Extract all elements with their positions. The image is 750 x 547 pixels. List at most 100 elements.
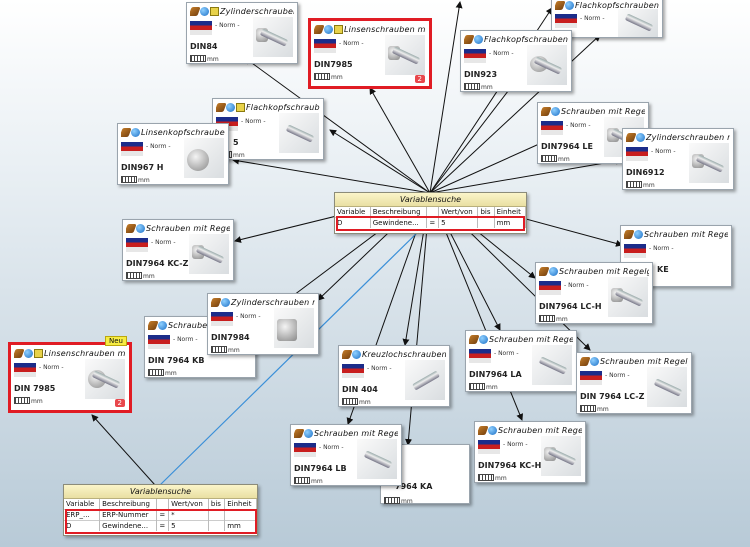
node-title: Schrauben mit Regelg...: [561, 107, 645, 116]
product-node-regelgewinde-kc-z[interactable]: Schrauben mit Regelg... - Norm - DIN7964…: [122, 219, 234, 281]
flags-icon: [464, 49, 486, 63]
col-wert: Wert/von: [438, 207, 479, 218]
product-node-flachkopfschraube[interactable]: Flachkopfschraube... - Norm - 5 mm: [212, 98, 324, 160]
unit-label: mm: [539, 315, 568, 323]
norm-label: - Norm -: [146, 143, 171, 150]
unit-label: mm: [342, 398, 371, 406]
norm-code: DIN 7964 LC-Z: [580, 392, 645, 401]
screw-thumbnail: [189, 234, 229, 274]
product-node-regelgewinde-la[interactable]: Schrauben mit Regelg... - Norm - DIN7964…: [465, 330, 577, 392]
norm-code: DIN 7985: [14, 384, 56, 393]
norm-label: - Norm -: [564, 282, 589, 289]
globe-icon: [158, 321, 167, 330]
unit-label: mm: [121, 176, 150, 184]
product-node-linsenschrauben-highlighted[interactable]: Linsenschrauben mi... - Norm - DIN7985 m…: [308, 18, 432, 89]
norm-code: DIN7964 LA: [469, 370, 522, 379]
unit-label: mm: [469, 383, 498, 391]
globe-icon: [226, 103, 235, 112]
flags-icon: [14, 363, 36, 377]
product-node-flachkopfschrauben-top[interactable]: Flachkopfschrauben ... - Norm -: [551, 0, 663, 38]
col-einheit: Einheit: [224, 499, 257, 510]
screw-thumbnail: [618, 9, 658, 37]
flags-icon: [211, 312, 233, 326]
product-node-regelgewinde-lb[interactable]: Schrauben mit Regelg... - Norm - DIN7964…: [290, 424, 402, 486]
row-highlight: [65, 509, 257, 534]
ruler-icon: [294, 477, 310, 484]
variable-search-erp[interactable]: Variablensuche Variable Beschreibung Wer…: [63, 484, 258, 536]
screw-thumbnail: [527, 45, 567, 85]
document-icon: [334, 25, 343, 34]
globe-icon: [221, 298, 230, 307]
product-node-linsenschrauben-new[interactable]: Neu Linsenschrauben mit... - Norm - DIN …: [8, 336, 132, 413]
ruler-icon: [314, 73, 330, 80]
norm-code: DIN84: [190, 42, 218, 51]
globe-icon: [131, 128, 140, 137]
screw-thumbnail: [405, 360, 445, 400]
flags-icon: [478, 440, 500, 454]
unit-label: mm: [541, 155, 570, 163]
flags-icon: [555, 14, 577, 28]
globe-icon: [200, 7, 209, 16]
variable-search-main[interactable]: Variablensuche Variable Beschreibung Wer…: [334, 192, 527, 234]
flags-icon: [626, 147, 648, 161]
product-node-zylinderschrauben[interactable]: Zylinderschrauben ... - Norm - DIN84 mm: [186, 2, 298, 64]
norm-code: DIN967 H: [121, 163, 164, 172]
norm-label: - Norm -: [319, 444, 344, 451]
globe-icon: [324, 25, 333, 34]
unit-label: mm: [190, 55, 219, 63]
norm-label: - Norm -: [566, 122, 591, 129]
norm-label: - Norm -: [651, 148, 676, 155]
product-node-regelgewinde-lc-z[interactable]: Schrauben mit Regelg... - Norm - DIN 796…: [576, 352, 692, 414]
node-title: Kreuzlochschrauben: [362, 350, 446, 359]
node-title: Flachkopfschraube...: [246, 103, 320, 112]
node-title: Zylinderschrauben mit...: [646, 133, 730, 142]
flags-icon: [126, 238, 148, 252]
globe-icon: [304, 429, 313, 438]
screw-thumbnail: [279, 113, 319, 153]
screw-thumbnail: [253, 17, 293, 57]
product-node-zylinderschrauben-6912[interactable]: Zylinderschrauben mit... - Norm - DIN691…: [622, 128, 734, 190]
product-node-regelgewinde-kc-h[interactable]: Schrauben mit Regelg... - Norm - DIN7964…: [474, 421, 586, 483]
globe-icon: [551, 107, 560, 116]
ruler-icon: [384, 497, 400, 504]
screw-thumbnail: [689, 143, 729, 183]
ruler-icon: [342, 398, 358, 405]
ruler-icon: [211, 346, 227, 353]
product-node-kreuzlochschrauben[interactable]: Kreuzlochschrauben - Norm - DIN 404 mm: [338, 345, 450, 407]
screw-thumbnail: [184, 138, 224, 178]
product-node-zylinderschrauben-7984[interactable]: Zylinderschrauben mit... - Norm - DIN798…: [207, 293, 319, 355]
norm-code: DIN7985: [314, 60, 353, 69]
ruler-icon: [121, 176, 137, 183]
globe-icon: [474, 35, 483, 44]
unit-label: mm: [478, 474, 507, 482]
document-icon: [236, 103, 245, 112]
cell-bis[interactable]: [208, 520, 226, 531]
norm-code: DIN6912: [626, 168, 665, 177]
node-title: Schrauben mit Regelg...: [146, 224, 230, 233]
flags-icon: [580, 371, 602, 385]
unit-label: mm: [314, 73, 343, 81]
cell-beschreibung: Gewindene...: [99, 520, 158, 531]
product-node-regelgewinde-lc-h[interactable]: Schrauben mit Regelg... - Norm - DIN7964…: [535, 262, 653, 324]
document-icon: [34, 349, 43, 358]
product-node-linsenkopfschrauben[interactable]: Linsenkopfschrauben ... - Norm - DIN967 …: [117, 123, 229, 185]
col-op: [156, 499, 170, 510]
norm-label: - Norm -: [236, 313, 261, 320]
flags-icon: [624, 244, 646, 258]
globe-icon: [634, 230, 643, 239]
norm-code: DIN7964 LB: [294, 464, 347, 473]
norm-code: DIN7964 KC-Z: [126, 259, 189, 268]
col-einheit: Einheit: [494, 207, 527, 218]
unit-label: mm: [626, 181, 655, 189]
screw-thumbnail: [532, 345, 572, 385]
node-title: Schrauben mit Regelg...: [559, 267, 649, 276]
cell-wert[interactable]: 5: [168, 520, 209, 531]
col-bis: bis: [477, 207, 495, 218]
variable-search-table: Variable Beschreibung Wert/von bis Einhe…: [335, 207, 527, 228]
node-title: Zylinderschrauben mit...: [231, 298, 315, 307]
flags-icon: [121, 142, 143, 156]
product-node-flachkopfschrauben[interactable]: Flachkopfschrauben ... - Norm - DIN923 m…: [460, 30, 572, 92]
ruler-icon: [148, 369, 164, 376]
count-badge: 2: [114, 399, 125, 407]
